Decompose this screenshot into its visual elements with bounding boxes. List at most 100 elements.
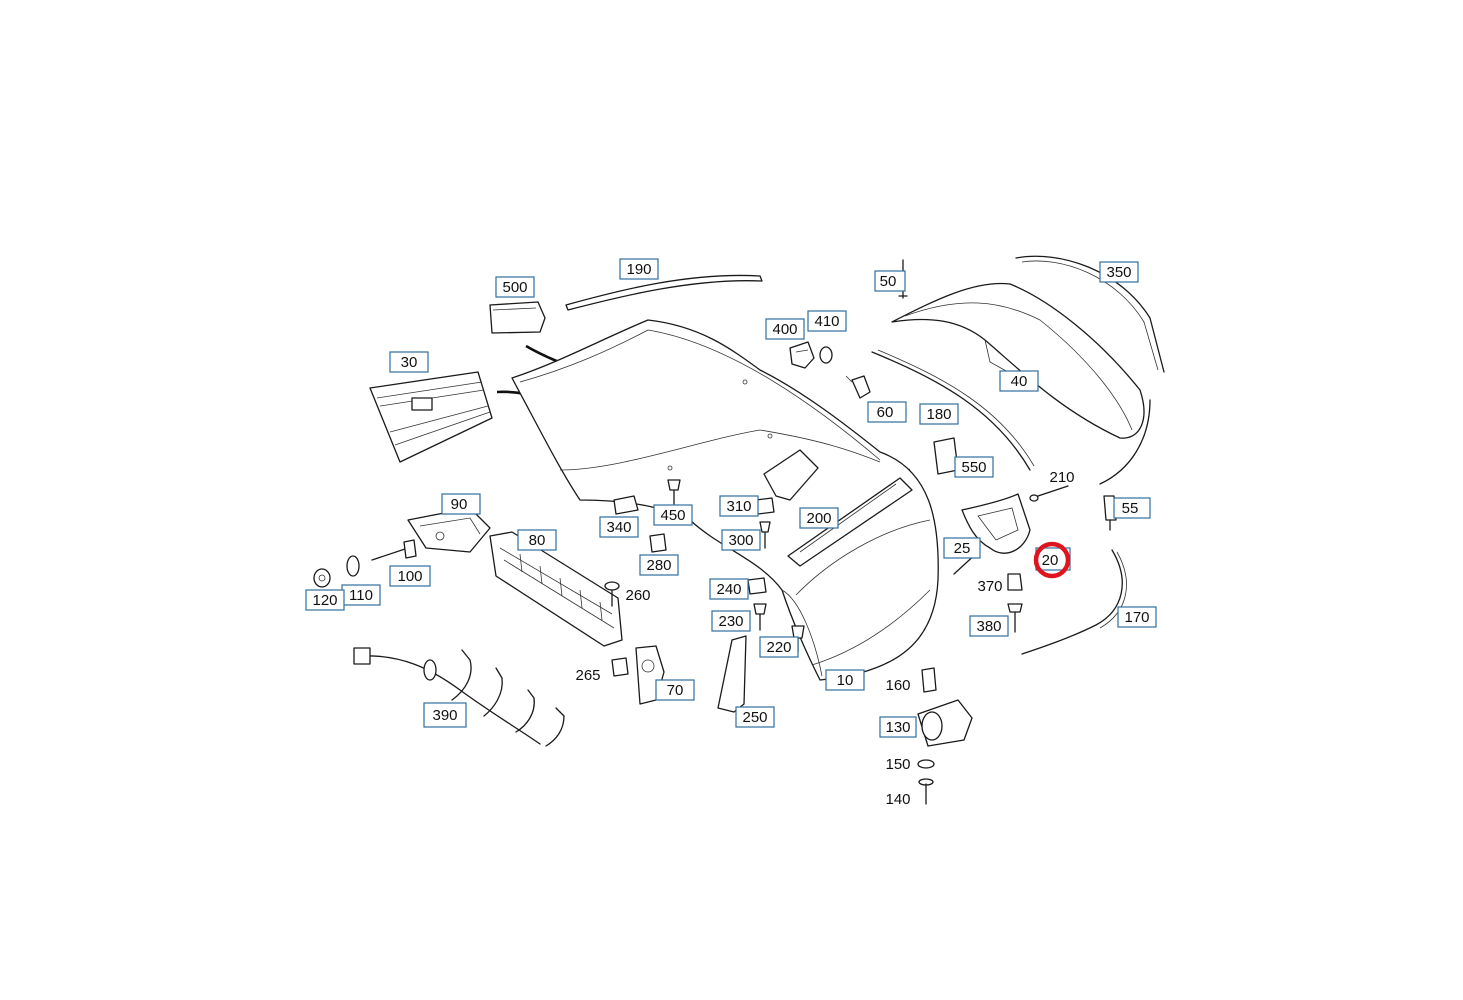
callout-110: 110 (341, 584, 381, 606)
part-lower-diffuser-strip (1099, 399, 1151, 485)
svg-text:280: 280 (646, 557, 671, 574)
callout-130: 130 (879, 716, 917, 738)
svg-text:500: 500 (502, 279, 527, 296)
svg-text:100: 100 (397, 568, 422, 585)
svg-text:310: 310 (726, 498, 751, 515)
svg-text:150: 150 (885, 756, 910, 773)
part-110-washer (346, 555, 360, 577)
callout-150: 150 (885, 756, 910, 773)
callout-410: 410 (807, 310, 847, 332)
callout-280: 280 (639, 554, 679, 576)
svg-text:60: 60 (877, 404, 894, 421)
callout-90: 90 (441, 493, 481, 515)
part-310-clip (755, 497, 775, 515)
callout-380: 380 (969, 615, 1009, 637)
svg-text:10: 10 (837, 672, 854, 689)
part-250-guide (717, 635, 747, 713)
part-30-panel (369, 371, 493, 463)
svg-text:380: 380 (976, 618, 1001, 635)
svg-text:130: 130 (885, 719, 910, 736)
callout-170: 170 (1117, 606, 1157, 628)
callout-370: 370 (977, 578, 1002, 595)
svg-text:200: 200 (806, 510, 831, 527)
callout-190: 190 (619, 258, 659, 280)
part-60-clip (845, 375, 871, 399)
callout-240: 240 (709, 578, 749, 600)
svg-text:300: 300 (728, 532, 753, 549)
callout-70: 70 (655, 679, 695, 701)
callout-310: 310 (719, 495, 759, 517)
svg-text:190: 190 (626, 261, 651, 278)
callout-100: 100 (389, 565, 431, 587)
callout-30: 30 (389, 351, 429, 373)
svg-text:80: 80 (529, 532, 546, 549)
callout-390: 390 (423, 702, 467, 728)
callout-60: 60 (867, 401, 907, 423)
part-170-strip (1021, 549, 1127, 655)
callout-450: 450 (653, 504, 693, 526)
callout-260: 260 (625, 587, 650, 604)
part-130-cover (917, 699, 973, 747)
callout-340: 340 (599, 516, 639, 538)
part-80-energy-absorber (489, 531, 623, 647)
svg-text:40: 40 (1011, 373, 1028, 390)
part-265-sensor (611, 657, 629, 677)
svg-text:210: 210 (1049, 469, 1074, 486)
part-260-screw (604, 581, 620, 607)
callout-230: 230 (711, 610, 751, 632)
svg-text:250: 250 (742, 709, 767, 726)
callout-160: 160 (885, 677, 910, 694)
svg-text:55: 55 (1122, 500, 1139, 517)
callout-10: 10 (825, 669, 865, 691)
part-100-bolt (371, 539, 417, 561)
callout-40: 40 (999, 370, 1039, 392)
svg-text:50: 50 (880, 273, 897, 290)
svg-text:450: 450 (660, 507, 685, 524)
part-390-wiring-harness (353, 647, 565, 747)
callout-400: 400 (765, 318, 805, 340)
part-210-bolt (1029, 485, 1069, 502)
svg-text:110: 110 (349, 587, 373, 604)
svg-text:400: 400 (772, 321, 797, 338)
part-180-strip (871, 349, 1035, 471)
part-140-bolt (918, 778, 934, 805)
callout-300: 300 (721, 529, 761, 551)
callout-220: 220 (759, 636, 799, 658)
part-340-bracket (613, 495, 639, 515)
callout-250: 250 (735, 706, 775, 728)
svg-text:350: 350 (1106, 264, 1131, 281)
callout-50: 50 (874, 270, 906, 292)
svg-text:140: 140 (885, 791, 910, 808)
part-mount-bracket (763, 449, 819, 501)
callout-140: 140 (885, 791, 910, 808)
part-500-cover (489, 301, 546, 334)
callout-500: 500 (495, 276, 535, 298)
callout-350: 350 (1099, 261, 1139, 283)
callout-550: 550 (954, 456, 994, 478)
svg-text:70: 70 (667, 682, 684, 699)
part-190-trim-strip (565, 274, 763, 311)
svg-text:230: 230 (718, 613, 743, 630)
callout-210: 210 (1049, 469, 1074, 486)
callout-20: 20 (1033, 541, 1071, 579)
part-230-screw (753, 603, 767, 631)
part-55-clip (1103, 495, 1117, 531)
callout-80: 80 (517, 529, 557, 551)
part-200-bracket (787, 477, 913, 567)
part-240-clip (747, 577, 767, 595)
part-280-clip (649, 533, 667, 553)
svg-text:240: 240 (716, 581, 741, 598)
svg-text:120: 120 (312, 592, 337, 609)
callout-120: 120 (305, 589, 345, 611)
part-300-screw (759, 521, 771, 549)
svg-text:340: 340 (606, 519, 631, 536)
svg-text:30: 30 (401, 354, 418, 371)
part-450-screw (667, 479, 681, 505)
part-350-trim-strip (1015, 255, 1165, 373)
callout-55: 55 (1113, 497, 1151, 519)
svg-text:20: 20 (1042, 552, 1059, 569)
part-40-diffuser (891, 282, 1145, 439)
part-120-nut (313, 568, 331, 588)
part-370-clip (1007, 573, 1023, 591)
